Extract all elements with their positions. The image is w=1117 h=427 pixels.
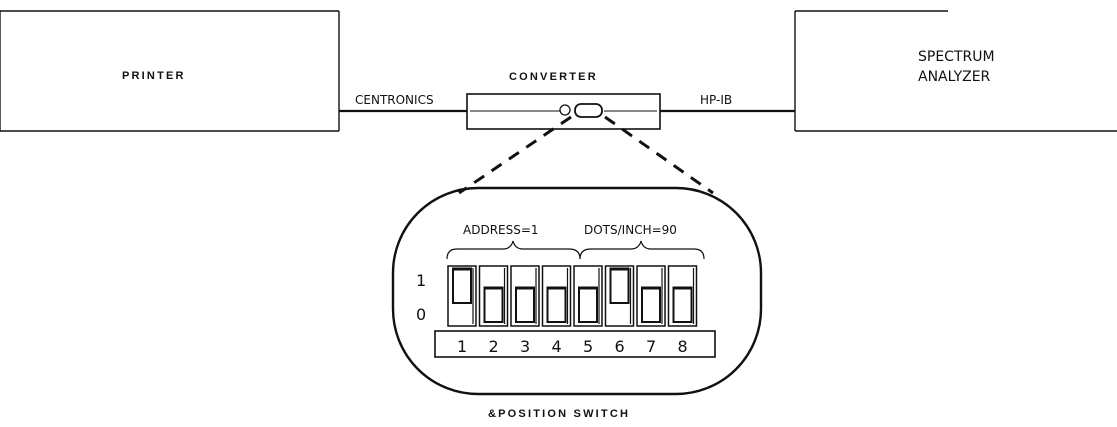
converter-block: CONVERTER [466,71,661,130]
hpib-label: HP-IB [700,93,732,107]
dip-switch-1[interactable] [447,265,477,327]
dip-switch-8[interactable] [667,265,698,327]
analyzer-block: SPECTRUM ANALYZER [794,10,1117,132]
dip-switch-lever [483,287,504,323]
switch-number-7: 7 [646,337,656,356]
dip-switch-lever [578,287,598,323]
dip-switch-lever [672,287,693,323]
switch-number-5: 5 [583,337,593,356]
magnifier-outline [391,186,763,396]
switch-number-3: 3 [520,337,530,356]
converter-led-icon [559,104,571,116]
zoom-lines [458,115,714,195]
dip-switch-lever [641,287,661,323]
dip-switch-lever [546,287,567,323]
switch-panel: ADDRESS=1 DOTS/INCH=90 1 0 1 2 3 4 5 6 7 8 [391,186,763,396]
zoom-line-left [458,115,572,195]
dip-switch-lever [609,268,630,304]
switch-caption: &POSITION SWITCH [488,408,630,420]
switch-number-1: 1 [457,337,467,356]
converter-box [466,93,661,130]
analyzer-box [794,10,1117,132]
converter-label: CONVERTER [509,71,598,83]
dip-switch-2[interactable] [478,265,509,327]
dip-switch-7[interactable] [636,265,666,327]
dip-switch-3[interactable] [510,265,540,327]
switch-number-6: 6 [615,337,625,356]
printer-box [0,10,340,132]
address-brace [446,240,581,260]
dip-switch-6[interactable] [604,265,635,327]
printer-label: PRINTER [122,70,186,82]
switch-row-off-label: 0 [416,305,426,324]
switch-number-4: 4 [552,337,562,356]
cables: CENTRONICS HP-IB [339,93,795,113]
zoom-line-right [604,115,714,195]
dip-switch-lever [515,287,535,323]
dots-per-inch-label: DOTS/INCH=90 [584,223,677,237]
dip-switch-5[interactable] [573,265,603,327]
printer-block: PRINTER [0,10,340,132]
switch-number-strip [434,330,716,358]
analyzer-label-line1: SPECTRUM [918,49,995,65]
switch-number-8: 8 [678,337,688,356]
dip-switch-lever [452,268,472,304]
switch-row-on-label: 1 [416,271,426,290]
switch-numbers: 1 2 3 4 5 6 7 8 [457,337,688,356]
dots-brace [579,240,705,260]
dip-switches [447,265,698,327]
address-label: ADDRESS=1 [463,223,539,237]
centronics-label: CENTRONICS [355,93,434,107]
analyzer-label-line2: ANALYZER [918,69,991,85]
dip-switch-4[interactable] [541,265,572,327]
switch-number-2: 2 [489,337,499,356]
converter-switch-icon [574,103,603,118]
